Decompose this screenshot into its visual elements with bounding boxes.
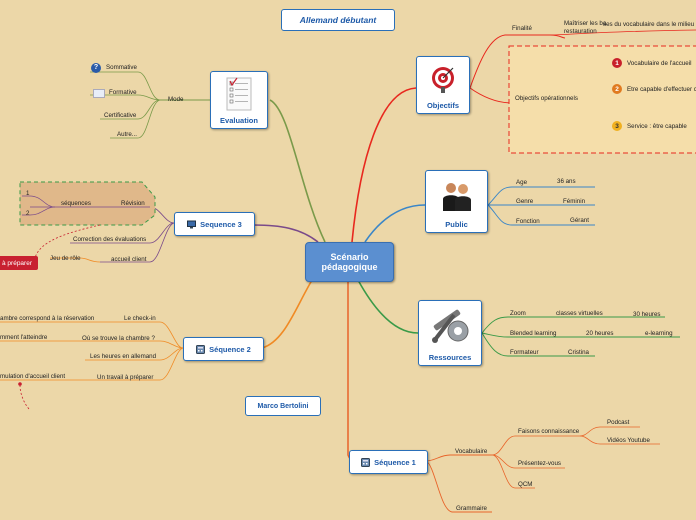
picture-icon	[93, 89, 105, 98]
finalite-text-3: ses du vocabulaire dans le milieu	[603, 21, 695, 28]
sequence-3-node[interactable]: Sequence 3	[174, 212, 255, 236]
ressources-zoom: Zoom	[510, 310, 526, 317]
seq3-correction: Correction des évaluations	[73, 236, 147, 243]
seq1-videos: Vidéos Youtube	[607, 437, 650, 444]
seq1-grammaire: Grammaire	[456, 505, 487, 512]
seq1-presentez: Présentez-vous	[518, 460, 561, 467]
author-node[interactable]: Marco Bertolini	[245, 396, 321, 416]
seq2-ou: Où se trouve la chambre ?	[82, 335, 155, 342]
number-1-icon: 1	[612, 58, 622, 68]
seq3-n1: 1	[26, 190, 30, 197]
sequence-1-node[interactable]: Séquence 1	[349, 450, 428, 474]
finalite-label: Finalité	[512, 25, 532, 32]
public-genre-value: Féminin	[563, 198, 586, 205]
number-3-icon: 3	[612, 121, 622, 131]
target-icon	[417, 57, 469, 101]
public-label: Public	[445, 220, 468, 229]
people-icon	[426, 171, 487, 220]
objectifs-node[interactable]: Objectifs	[416, 56, 470, 114]
objectifs-operationnels-label: Objectifs opérationnels	[515, 95, 578, 102]
ressources-cristina: Cristina	[568, 349, 589, 356]
seq1-faisons: Faisons connaissance	[518, 428, 580, 435]
public-age-key: Age	[516, 179, 528, 186]
public-fonction-value: Gérant	[570, 217, 589, 224]
central-topic[interactable]: Scénario pédagogique	[305, 242, 394, 282]
seq1-podcast: Podcast	[607, 419, 630, 426]
evaluation-node[interactable]: Evaluation	[210, 71, 268, 129]
sequence-3-label: Sequence 3	[200, 219, 242, 229]
public-node[interactable]: Public	[425, 170, 488, 233]
calculator-icon	[196, 344, 206, 354]
sequence-1-label: Séquence 1	[374, 457, 416, 467]
ressources-blended: Blended learning	[510, 330, 557, 337]
ressources-classes: classes virtuelles	[556, 310, 603, 317]
seq1-qcm: QCM	[518, 481, 533, 488]
finalite-text-1: Maîtriser les ba	[564, 20, 607, 27]
evaluation-label: Evaluation	[220, 116, 258, 125]
objectif-item-2: Etre capable d'effectuer c	[627, 86, 696, 93]
central-topic-line1: Scénario	[330, 252, 369, 262]
map-title: Allemand débutant	[281, 9, 395, 31]
evaluation-formative: Formative	[93, 89, 137, 98]
help-icon: ?	[91, 63, 101, 73]
seq2-checkin: Le check-in	[124, 315, 156, 322]
ressources-node[interactable]: Ressources	[418, 300, 482, 366]
seq2-comment: mment l'atteindre	[0, 334, 48, 341]
ressources-20h: 20 heures	[586, 330, 614, 337]
sequence-2-node[interactable]: Séquence 2	[183, 337, 264, 361]
seq3-sequences: séquences	[61, 200, 91, 207]
objectif-item-1: Vocabulaire de l'accueil	[627, 60, 692, 67]
monitor-icon	[187, 220, 197, 229]
a-preparer-tag[interactable]: à préparer	[0, 256, 38, 270]
evaluation-sommative: ? Sommative	[91, 63, 137, 73]
ressources-label: Ressources	[428, 353, 472, 362]
public-genre-key: Genre	[516, 198, 534, 205]
seq2-heures: Les heures en allemand	[90, 353, 157, 360]
ressources-30h: 30 heures	[633, 311, 661, 318]
seq2-simulation: mulation d'accueil client	[0, 373, 66, 380]
seq2-chambre: ambre correspond à la réservation	[0, 315, 95, 322]
evaluation-certificative: Certificative	[104, 112, 137, 119]
seq2-travail: Un travail à préparer	[97, 374, 154, 381]
calculator-icon	[361, 457, 371, 467]
checklist-icon	[211, 72, 267, 116]
number-2-icon: 2	[612, 84, 622, 94]
seq3-jeu: Jeu de rôle	[50, 255, 81, 262]
seq3-accueil: accueil client	[111, 256, 147, 263]
sequence-2-label: Séquence 2	[209, 344, 251, 354]
ressources-elearning: e-learning	[645, 330, 673, 337]
finalite-text-2: restauration	[564, 28, 597, 35]
objectif-item-3: Service : être capable	[627, 123, 687, 130]
evaluation-mode: Mode	[168, 96, 184, 103]
evaluation-autre: Autre...	[117, 131, 137, 138]
central-topic-line2: pédagogique	[321, 262, 378, 272]
public-fonction-key: Fonction	[516, 218, 540, 225]
seq3-n2: 2	[26, 210, 30, 217]
ressources-formateur: Formateur	[510, 349, 539, 356]
public-age-value: 36 ans	[557, 178, 576, 185]
seq1-vocabulaire: Vocabulaire	[455, 448, 488, 455]
seq3-revision: Révision	[121, 200, 145, 207]
objectifs-label: Objectifs	[426, 101, 460, 110]
tools-icon	[419, 301, 481, 353]
